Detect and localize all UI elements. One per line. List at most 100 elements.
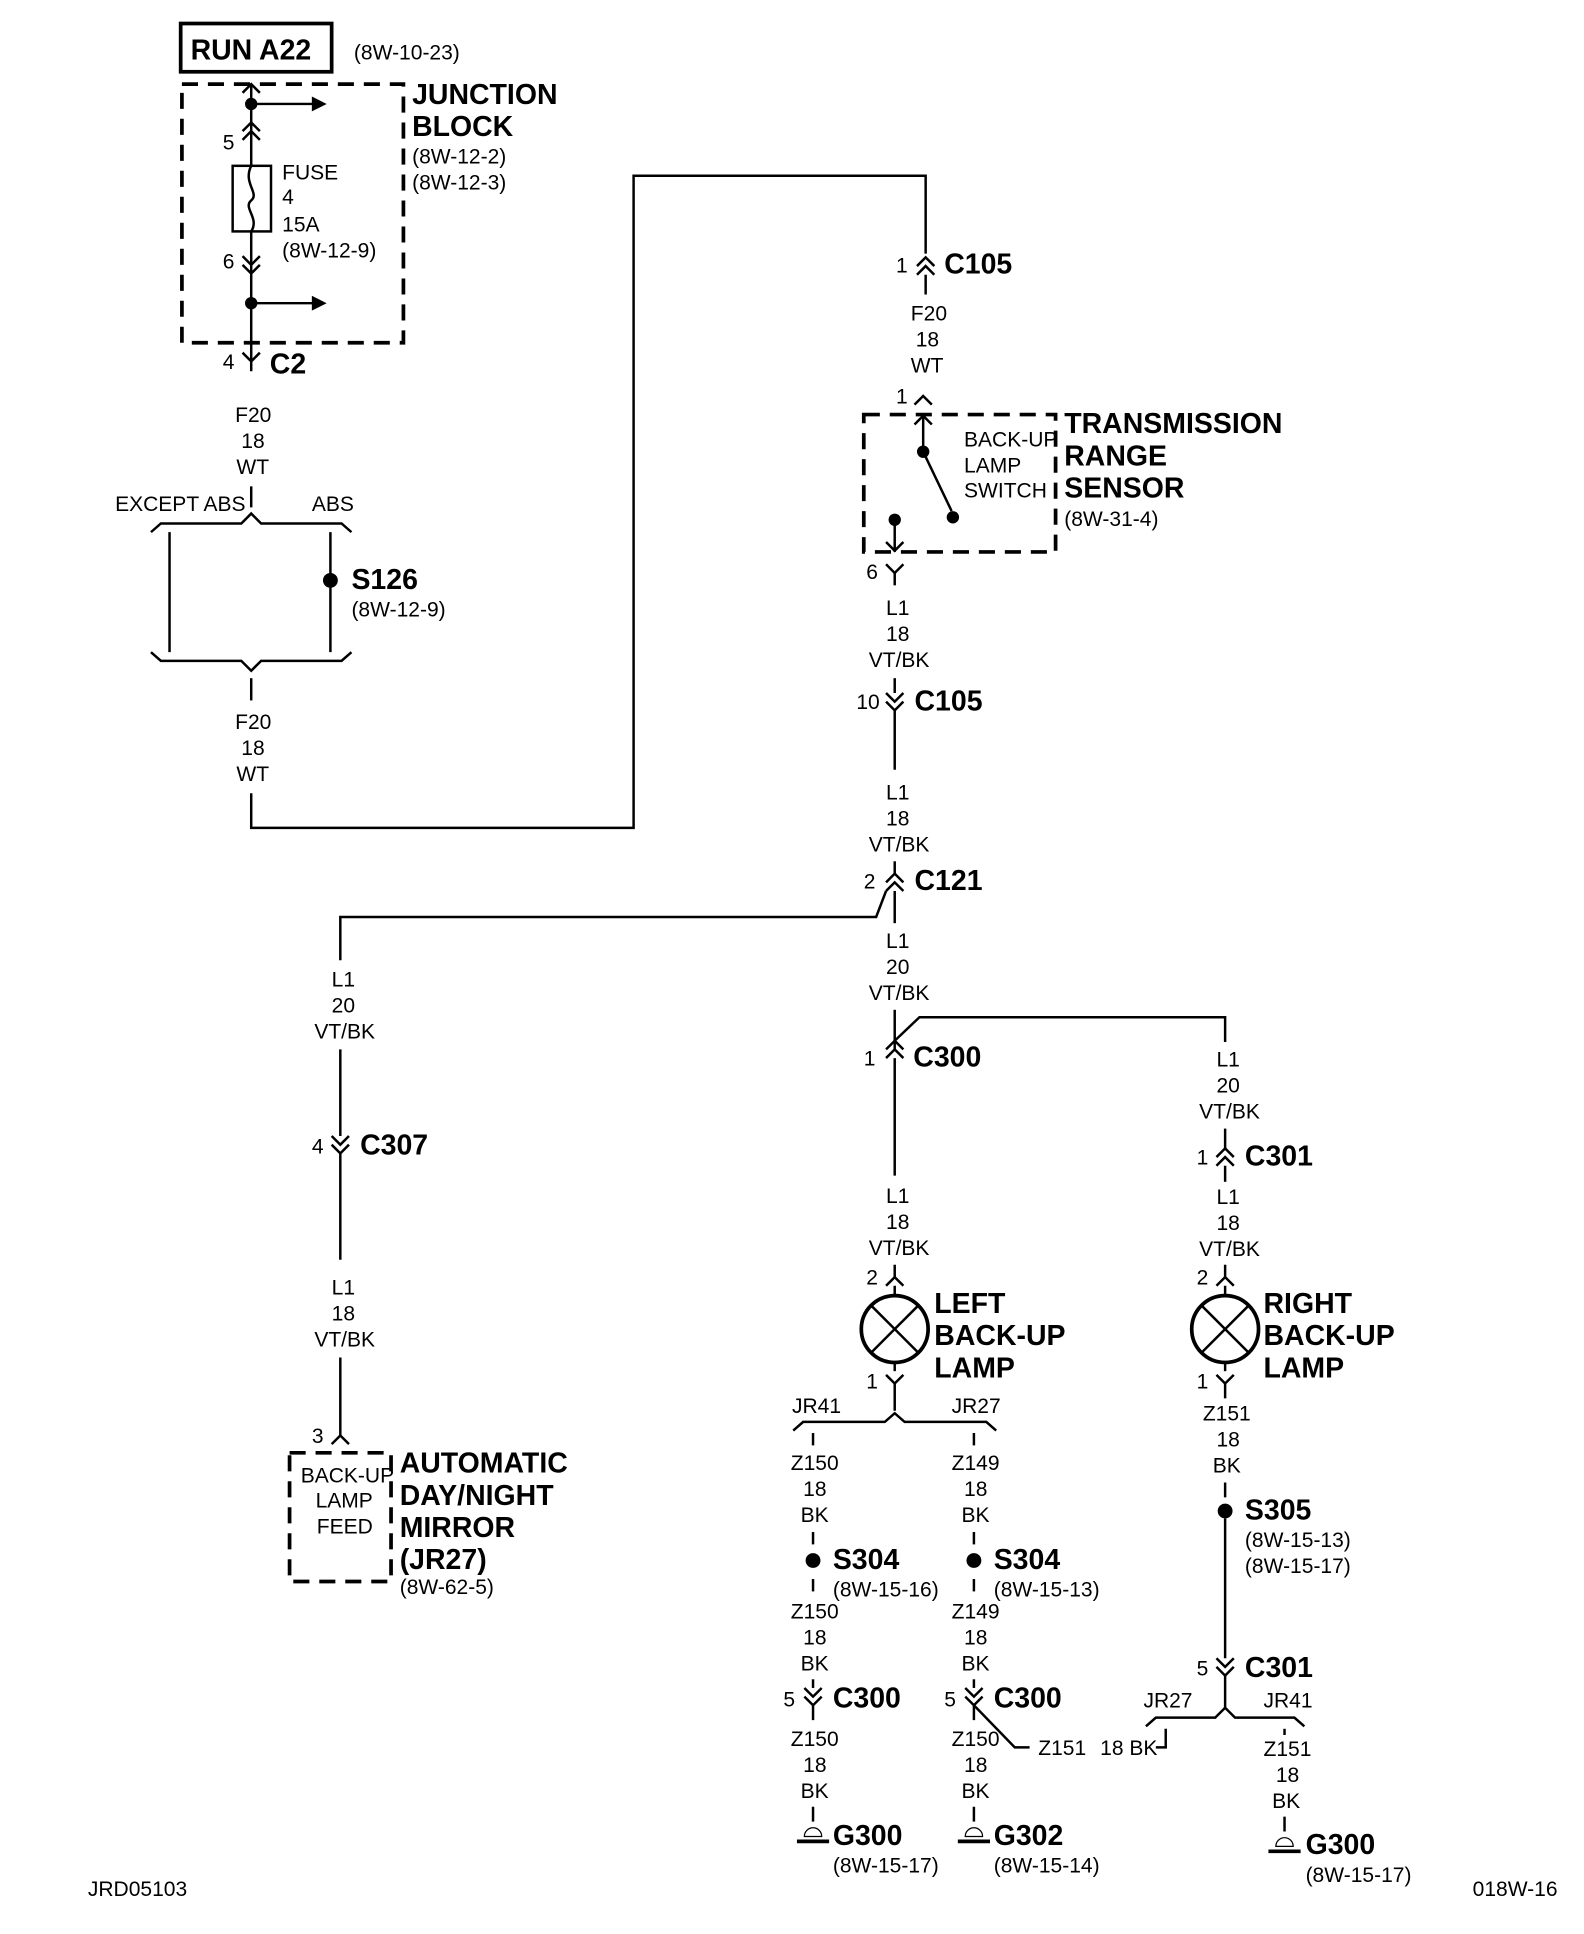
- fuse-label-3: 15A: [282, 213, 319, 236]
- wire-l1d-gauge: 20: [332, 994, 355, 1017]
- wire-z149a-gauge: 18: [964, 1478, 987, 1501]
- wire-z149b-color: BK: [962, 1653, 990, 1676]
- c121-label: C121: [915, 865, 983, 897]
- s304-right-splice: [966, 1553, 982, 1568]
- trs-title-3: SENSOR: [1064, 472, 1184, 504]
- wire-l1f-gauge: 20: [1216, 1075, 1239, 1098]
- jr41-option-left: JR41: [792, 1395, 841, 1418]
- mirror-feed-2: LAMP: [316, 1489, 373, 1512]
- left-ground-option-bracket: [792, 1411, 998, 1432]
- run-a22-ref: (8W-10-23): [354, 41, 460, 64]
- wire-z149a-color: BK: [962, 1504, 990, 1527]
- fuse-label-1: FUSE: [282, 161, 338, 184]
- backup-lamp-switch-arm: [922, 451, 953, 512]
- s305-label: S305: [1245, 1495, 1312, 1527]
- wire-f20b-gauge: 18: [241, 737, 264, 760]
- wire-l1d-color: VT/BK: [314, 1020, 375, 1043]
- s305-splice: [1217, 1503, 1233, 1519]
- trs-title-2: RANGE: [1064, 440, 1167, 472]
- mirror-pin: 3: [312, 1425, 324, 1448]
- wire-z150a-color: BK: [801, 1504, 829, 1527]
- trs-output-pin: 6: [866, 561, 878, 584]
- s304-left-splice: [805, 1553, 821, 1568]
- g302-ref: (8W-15-14): [994, 1854, 1100, 1877]
- s304-right-ref: (8W-15-13): [994, 1578, 1100, 1601]
- right-lamp-branch-wire: [893, 1015, 1227, 1042]
- wire-z150d-gauge: 18: [964, 1754, 987, 1777]
- wire-f20c-code: F20: [911, 303, 947, 326]
- c105-connector-top: [916, 255, 936, 267]
- pin5-connector: [241, 120, 261, 133]
- wire-z150c-code: Z150: [791, 1728, 839, 1751]
- pin5-label: 5: [223, 132, 235, 155]
- wire-l1c-code: L1: [886, 930, 909, 953]
- jr27-option-right: JR27: [1143, 1690, 1192, 1713]
- c301-bottom-label: C301: [1245, 1652, 1313, 1684]
- right-lamp-title-2: BACK-UP: [1263, 1320, 1394, 1352]
- wire-z150d-color: BK: [962, 1780, 990, 1803]
- c301-bottom-connector: [1215, 1657, 1235, 1669]
- wire-l1e-code: L1: [332, 1276, 355, 1299]
- c300-right-connector: [964, 1687, 984, 1699]
- c307-connector: [330, 1135, 350, 1147]
- trs-ref: (8W-31-4): [1064, 508, 1158, 531]
- g300-right-ref: (8W-15-17): [1306, 1864, 1412, 1887]
- g302-ground-icon: [964, 1827, 984, 1838]
- jr27-option-left: JR27: [952, 1395, 1001, 1418]
- trs-input-connector: [913, 394, 933, 406]
- c300-left-pin: 5: [783, 1689, 795, 1712]
- right-lamp-connector-out: [1215, 1373, 1235, 1386]
- wire-z150c-color: BK: [801, 1780, 829, 1803]
- wire-l1c-color: VT/BK: [869, 982, 930, 1005]
- bk18-tap-label: 18 BK: [1100, 1737, 1157, 1760]
- wire-z151b-gauge: 18: [1276, 1764, 1299, 1787]
- junction-block-title-2: BLOCK: [412, 111, 514, 143]
- jr41-option-right: JR41: [1263, 1690, 1312, 1713]
- c301-top-label: C301: [1245, 1141, 1313, 1173]
- mirror-title-4: (JR27): [400, 1544, 487, 1576]
- junction-block-ref-1: (8W-12-2): [412, 145, 506, 168]
- wire-l1h-gauge: 18: [886, 1211, 909, 1234]
- option-bracket-bottom: [150, 651, 353, 673]
- wire-z149b-gauge: 18: [964, 1627, 987, 1650]
- s304-left-label: S304: [833, 1544, 900, 1576]
- mirror-connector: [330, 1433, 350, 1446]
- wire-z150c-gauge: 18: [803, 1754, 826, 1777]
- left-lamp-connector-in: [885, 1275, 905, 1287]
- right-lamp-pin2: 2: [1197, 1267, 1209, 1290]
- c300-right-pin: 5: [944, 1689, 956, 1712]
- wire-z150b-code: Z150: [791, 1601, 839, 1624]
- wire-l1f-code: L1: [1216, 1049, 1239, 1072]
- wire-l1b-gauge: 18: [886, 807, 909, 830]
- wire-l1a-code: L1: [886, 597, 909, 620]
- right-ground-option-bracket: [1145, 1705, 1306, 1728]
- arrow-right-bottom: [311, 295, 327, 311]
- c307-pin: 4: [312, 1135, 324, 1158]
- junction-block-outline: [180, 82, 406, 345]
- junction-block-ref-2: (8W-12-3): [412, 171, 506, 194]
- junction-block-title-1: JUNCTION: [412, 79, 557, 111]
- wire-l1d-code: L1: [332, 968, 355, 991]
- run-a22-label: RUN A22: [191, 34, 312, 66]
- g300-left-ref: (8W-15-17): [833, 1854, 939, 1877]
- left-lamp-pin2: 2: [866, 1267, 878, 1290]
- g300-right-label: G300: [1306, 1829, 1376, 1861]
- wire-z151a-gauge: 18: [1216, 1429, 1239, 1452]
- wire-l1h-code: L1: [886, 1185, 909, 1208]
- right-lamp-pin1: 1: [1197, 1370, 1209, 1393]
- trs-input-pin: 1: [896, 385, 908, 408]
- wire-z151a-color: BK: [1213, 1455, 1241, 1478]
- wire-z151b-code: Z151: [1263, 1738, 1311, 1761]
- g300-right-ground-icon: [1275, 1837, 1294, 1847]
- wire-l1g-gauge: 18: [1216, 1212, 1239, 1235]
- s126-splice: [322, 572, 338, 588]
- fuse-element: [247, 165, 255, 233]
- s304-left-ref: (8W-15-16): [833, 1578, 939, 1601]
- mirror-feed-1: BACK-UP: [301, 1465, 394, 1488]
- c2-connector: [241, 351, 261, 364]
- c301-top-connector: [1215, 1146, 1235, 1158]
- left-lamp-title-1: LEFT: [934, 1288, 1006, 1320]
- document-id: JRD05103: [88, 1878, 187, 1901]
- pin6-connector: [241, 255, 261, 267]
- fuse-ref: (8W-12-9): [282, 239, 376, 262]
